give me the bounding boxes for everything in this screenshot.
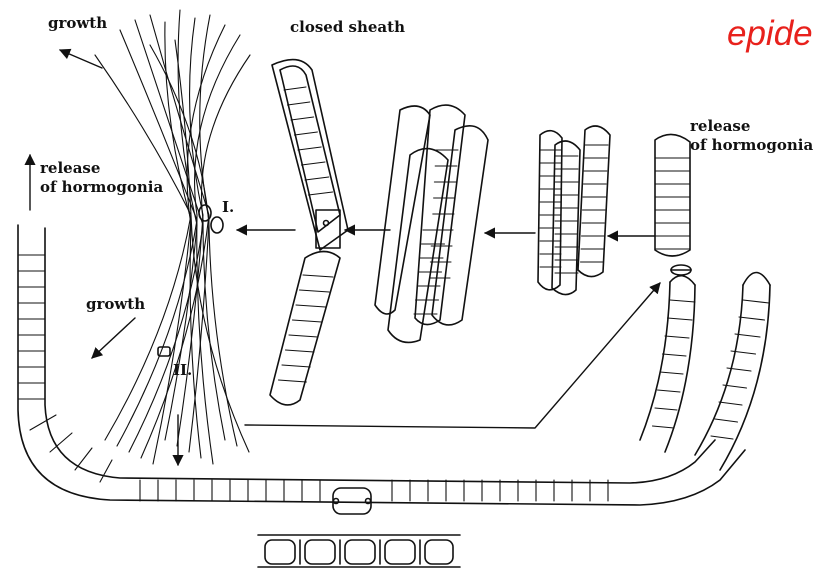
arrows (30, 50, 660, 465)
sheath-bundle (95, 10, 250, 464)
corner-title-fragment: epide (727, 14, 827, 54)
label-growth-left: growth (86, 295, 145, 314)
right-branch-filament (640, 273, 770, 471)
label-release-left-line1: release (40, 159, 100, 177)
label-growth-top: growth (48, 14, 107, 33)
heterocyst-main (333, 488, 371, 514)
parallel-hormogonia (538, 126, 610, 295)
label-release-right-line1: release (690, 117, 750, 135)
label-closed-sheath: closed sheath (290, 18, 405, 37)
label-release-right-line2: of hormogonia (690, 136, 813, 154)
label-stage-one: I. (222, 198, 234, 216)
main-filament (18, 225, 745, 505)
short-filament-with-heterocysts (258, 535, 460, 567)
label-release-left-line2: of hormogonia (40, 178, 163, 196)
released-hormogonium (655, 134, 691, 275)
closed-sheath-filament (270, 60, 348, 405)
label-release-left: release of hormogonia (40, 159, 163, 197)
interleaved-sheaths (375, 105, 488, 342)
label-stage-two: II. (173, 361, 192, 379)
label-release-right: release of hormogonia (690, 117, 813, 155)
